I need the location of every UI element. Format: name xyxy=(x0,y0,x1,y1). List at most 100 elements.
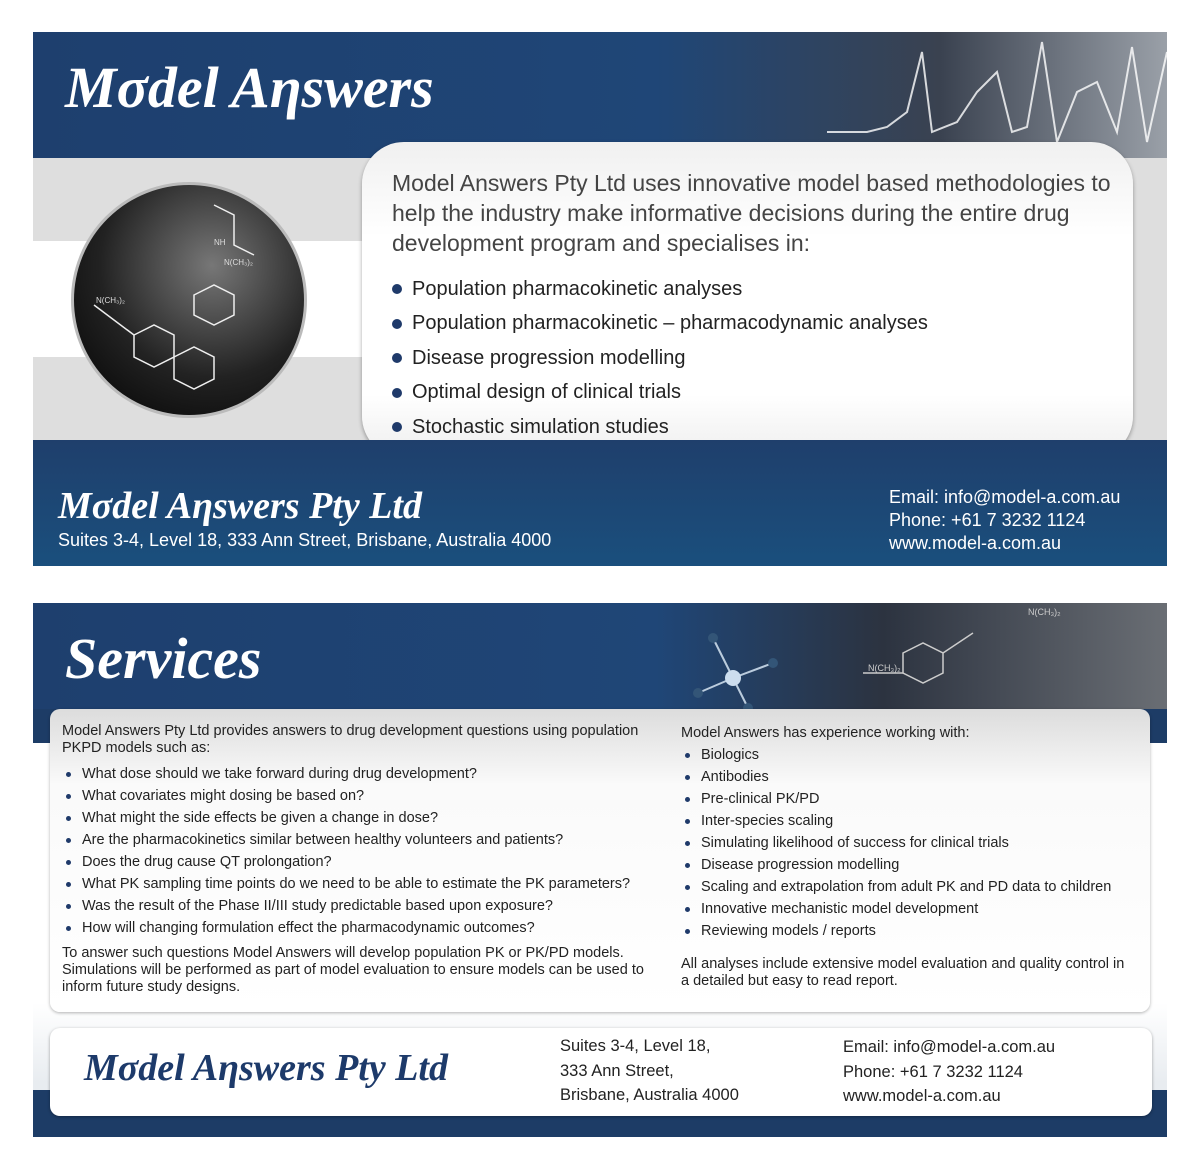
website-link[interactable]: www.model-a.com.au xyxy=(843,1087,1001,1105)
address-line: Suites 3-4, Level 18, xyxy=(560,1037,711,1055)
list-item: What dose should we take forward during … xyxy=(62,763,652,785)
list-item: Pre-clinical PK/PD xyxy=(681,788,1131,810)
bullet-icon xyxy=(66,837,71,843)
questions-list: What dose should we take forward during … xyxy=(62,763,652,939)
email-link[interactable]: Email: info@model-a.com.au xyxy=(843,1038,1056,1056)
specialties-list: Population pharmacokinetic analyses Popu… xyxy=(392,272,928,445)
website-link[interactable]: www.model-a.com.au xyxy=(889,533,1062,553)
company-name: Mσdel Aηswers Pty Ltd xyxy=(58,485,422,527)
list-item: Inter-species scaling xyxy=(681,810,1131,832)
list-item-label: Was the result of the Phase II/III study… xyxy=(82,897,553,914)
list-item: How will changing formulation effect the… xyxy=(62,917,652,939)
svg-text:N(CH₃)₂: N(CH₃)₂ xyxy=(96,296,125,305)
bullet-icon xyxy=(685,774,690,780)
right-intro: Model Answers has experience working wit… xyxy=(681,725,970,741)
bullet-icon xyxy=(66,815,71,821)
list-item-label: Reviewing models / reports xyxy=(701,922,876,939)
brand-logo: Mσdel Aηswers xyxy=(65,55,434,120)
list-item: Stochastic simulation studies xyxy=(392,410,928,445)
services-title: Services xyxy=(65,626,262,691)
company-name: Mσdel Aηswers Pty Ltd xyxy=(84,1047,448,1089)
address: Suites 3-4, Level 18, 333 Ann Street, Br… xyxy=(560,1034,739,1108)
bullet-icon xyxy=(66,771,71,777)
bullet-icon xyxy=(685,840,690,846)
molecule-graphic: N(CH₃)₂N(CH₃)₂ xyxy=(693,607,1061,713)
list-item: Does the drug cause QT prolongation? xyxy=(62,851,652,873)
list-item-label: Disease progression modelling xyxy=(701,856,900,873)
list-item: Population pharmacokinetic – pharmacodyn… xyxy=(392,307,928,342)
list-item-label: Pre-clinical PK/PD xyxy=(701,790,820,807)
address-line: Brisbane, Australia 4000 xyxy=(560,1086,739,1104)
flyer-header: Mσdel Aηswers xyxy=(33,32,1167,158)
list-item-label: Scaling and extrapolation from adult PK … xyxy=(701,878,1112,895)
contact-details: Email: info@model-a.com.au Phone: +61 7 … xyxy=(843,1035,1055,1109)
svg-text:N(CH₃)₂: N(CH₃)₂ xyxy=(224,258,253,267)
bullet-icon xyxy=(66,925,71,931)
flyer-footer: Mσdel Aηswers Pty Ltd Suites 3-4, Level … xyxy=(33,440,1167,566)
list-item-label: What might the side effects be given a c… xyxy=(82,809,439,826)
list-item: Reviewing models / reports xyxy=(681,920,1131,942)
list-item-label: Innovative mechanistic model development xyxy=(701,900,979,917)
bullet-icon xyxy=(392,318,402,329)
left-intro: Model Answers Pty Ltd provides answers t… xyxy=(62,723,639,756)
bullet-icon xyxy=(685,884,690,890)
bullet-icon xyxy=(392,387,402,398)
list-item-label: Are the pharmacokinetics similar between… xyxy=(82,831,564,848)
list-item: Innovative mechanistic model development xyxy=(681,898,1131,920)
list-item-label: How will changing formulation effect the… xyxy=(82,919,535,936)
list-item-label: Inter-species scaling xyxy=(701,812,834,829)
phone: Phone: +61 7 3232 1124 xyxy=(889,510,1086,530)
right-outro: All analyses include extensive model eva… xyxy=(681,956,1125,989)
list-item-label: What covariates might dosing be based on… xyxy=(82,787,365,804)
svg-text:N(CH₃)₂: N(CH₃)₂ xyxy=(1028,607,1061,617)
questions-column: Model Answers Pty Ltd provides answers t… xyxy=(62,723,652,996)
flyer-panel: Mσdel Aηswers NH N(CH₃)₂ N(CH₃)₂ Model Ans… xyxy=(33,32,1167,566)
bullet-icon xyxy=(685,928,690,934)
list-item: Scaling and extrapolation from adult PK … xyxy=(681,876,1131,898)
list-item: What PK sampling time points do we need … xyxy=(62,873,652,895)
list-item: Simulating likelihood of success for cli… xyxy=(681,832,1131,854)
molecule-image: NH N(CH₃)₂ N(CH₃)₂ xyxy=(71,182,307,418)
intro-card: Model Answers Pty Ltd uses innovative mo… xyxy=(362,142,1133,458)
phone: Phone: +61 7 3232 1124 xyxy=(843,1062,1023,1081)
intro-text: Model Answers Pty Ltd uses innovative mo… xyxy=(392,170,1111,256)
list-item-label: Simulating likelihood of success for cli… xyxy=(701,834,1009,851)
address: Suites 3-4, Level 18, 333 Ann Street, Br… xyxy=(58,530,552,550)
email-link[interactable]: Email: info@model-a.com.au xyxy=(889,487,1121,507)
bullet-icon xyxy=(392,353,402,364)
list-item: Antibodies xyxy=(681,766,1131,788)
bullet-icon xyxy=(685,796,690,802)
bullet-icon xyxy=(392,284,402,295)
list-item-label: Antibodies xyxy=(701,768,769,785)
list-item: What covariates might dosing be based on… xyxy=(62,785,652,807)
list-item: What might the side effects be given a c… xyxy=(62,807,652,829)
experience-list: Biologics Antibodies Pre-clinical PK/PD … xyxy=(681,744,1131,942)
bullet-icon xyxy=(66,859,71,865)
left-outro: To answer such questions Model Answers w… xyxy=(62,945,644,995)
bullet-icon xyxy=(685,862,690,868)
list-item: Biologics xyxy=(681,744,1131,766)
list-item: Disease progression modelling xyxy=(392,341,928,376)
contact-card: Mσdel Aηswers Pty Ltd Suites 3-4, Level … xyxy=(50,1028,1152,1116)
list-item: Optimal design of clinical trials xyxy=(392,376,928,411)
list-item: Are the pharmacokinetics similar between… xyxy=(62,829,652,851)
list-item-label: Disease progression modelling xyxy=(412,346,686,369)
bullet-icon xyxy=(685,818,690,824)
services-card: Model Answers Pty Ltd provides answers t… xyxy=(50,709,1150,1012)
bullet-icon xyxy=(66,903,71,909)
list-item: Was the result of the Phase II/III study… xyxy=(62,895,652,917)
list-item-label: Stochastic simulation studies xyxy=(412,415,669,438)
list-item-label: Population pharmacokinetic analyses xyxy=(412,277,743,300)
list-item-label: Optimal design of clinical trials xyxy=(412,381,681,404)
bullet-icon xyxy=(685,906,690,912)
address-line: 333 Ann Street, xyxy=(560,1061,674,1080)
list-item: Population pharmacokinetic analyses xyxy=(392,272,928,307)
bullet-icon xyxy=(685,752,690,758)
svg-text:NH: NH xyxy=(214,238,226,247)
list-item-label: Population pharmacokinetic – pharmacodyn… xyxy=(412,312,928,335)
list-item-label: What dose should we take forward during … xyxy=(82,765,477,782)
bullet-icon xyxy=(392,422,402,433)
list-item: Disease progression modelling xyxy=(681,854,1131,876)
ecg-graphic xyxy=(827,41,1167,146)
